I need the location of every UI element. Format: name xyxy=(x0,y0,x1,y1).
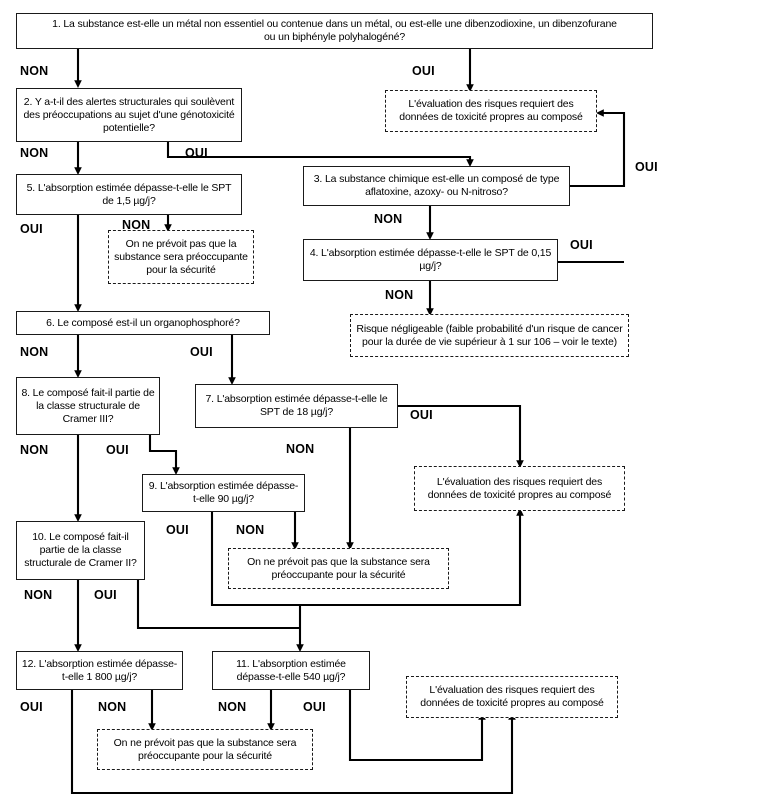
node-outcome-toxicity-data-top[interactable]: L'évaluation des risques requiert des do… xyxy=(385,90,597,132)
node-q7[interactable]: 7. L'absorption estimée dépasse-t-elle l… xyxy=(195,384,398,428)
node-q9-text: 9. L'absorption estimée dépasse-t-elle 9… xyxy=(148,480,299,505)
node-q7-text: 7. L'absorption estimée dépasse-t-elle l… xyxy=(205,393,388,418)
edge-label-q10-non: NON xyxy=(24,588,53,602)
edge-label-q5-oui: OUI xyxy=(20,222,43,236)
node-q10-text: 10. Le composé fait-il partie de la clas… xyxy=(24,531,137,569)
edge-label-q6-oui: OUI xyxy=(190,345,213,359)
node-q12[interactable]: 12. L'absorption estimée dépasse-t-elle … xyxy=(16,651,183,690)
node-outcome-negligible-risk-text: Risque négligeable (faible probabilité d… xyxy=(356,322,623,348)
node-q4-text: 4. L'absorption estimée dépasse-t-elle l… xyxy=(309,247,552,272)
node-q4[interactable]: 4. L'absorption estimée dépasse-t-elle l… xyxy=(303,239,558,281)
edge-label-q4-oui: OUI xyxy=(570,238,593,252)
node-outcome-safe-q5[interactable]: On ne prévoit pas que la substance sera … xyxy=(108,230,254,284)
edge-label-q4-non: NON xyxy=(385,288,414,302)
edge-label-q2-non: NON xyxy=(20,146,49,160)
node-outcome-safe-bottom[interactable]: On ne prévoit pas que la substance sera … xyxy=(97,729,313,770)
edge-label-q10-oui: OUI xyxy=(94,588,117,602)
edge-label-q5-non: NON xyxy=(122,218,151,232)
edge-label-q3-non: NON xyxy=(374,212,403,226)
node-q5[interactable]: 5. L'absorption estimée dépasse-t-elle l… xyxy=(16,174,242,215)
node-q3-text: 3. La substance chimique est-elle un com… xyxy=(313,173,560,198)
node-q10[interactable]: 10. Le composé fait-il partie de la clas… xyxy=(16,521,145,580)
edge-label-q11-non: NON xyxy=(218,700,247,714)
edge-label-q1-non: NON xyxy=(20,64,49,78)
node-q6[interactable]: 6. Le composé est-il un organophosphoré? xyxy=(16,311,270,335)
edge-label-q2-oui: OUI xyxy=(185,146,208,160)
node-outcome-toxicity-data-top-text: L'évaluation des risques requiert des do… xyxy=(399,98,583,123)
node-outcome-toxicity-data-mid[interactable]: L'évaluation des risques requiert des do… xyxy=(414,466,625,511)
edge-label-q9-non: NON xyxy=(236,523,265,537)
node-q1[interactable]: 1. La substance est-elle un métal non es… xyxy=(16,13,653,49)
edge-label-q9-oui: OUI xyxy=(166,523,189,537)
edge-label-q6-non: NON xyxy=(20,345,49,359)
edge-label-q8-oui: OUI xyxy=(106,443,129,457)
edge-label-q1-oui: OUI xyxy=(412,64,435,78)
edge-label-q3-oui: OUI xyxy=(635,160,658,174)
edge-label-q12-oui: OUI xyxy=(20,700,43,714)
node-q1-text: 1. La substance est-elle un métal non es… xyxy=(52,18,617,43)
node-outcome-toxicity-data-bottom[interactable]: L'évaluation des risques requiert des do… xyxy=(406,676,618,718)
node-outcome-safe-bottom-text: On ne prévoit pas que la substance sera … xyxy=(113,736,297,762)
node-q11-text: 11. L'absorption estimée dépasse-t-elle … xyxy=(236,657,346,683)
node-q12-text: 12. L'absorption estimée dépasse-t-elle … xyxy=(21,657,178,683)
node-q2-text: 2. Y a-t-il des alertes structurales qui… xyxy=(23,95,235,134)
edge-label-q7-non: NON xyxy=(286,442,315,456)
node-q3[interactable]: 3. La substance chimique est-elle un com… xyxy=(303,166,570,206)
node-q5-text: 5. L'absorption estimée dépasse-t-elle l… xyxy=(26,181,232,207)
edge-label-q8-non: NON xyxy=(20,443,49,457)
node-outcome-negligible-risk[interactable]: Risque négligeable (faible probabilité d… xyxy=(350,314,629,357)
node-outcome-safe-mid[interactable]: On ne prévoit pas que la substance sera … xyxy=(228,548,449,589)
edge-label-q11-oui: OUI xyxy=(303,700,326,714)
node-q11[interactable]: 11. L'absorption estimée dépasse-t-elle … xyxy=(212,651,370,690)
node-outcome-safe-q5-text: On ne prévoit pas que la substance sera … xyxy=(114,237,248,276)
node-outcome-toxicity-data-bottom-text: L'évaluation des risques requiert des do… xyxy=(420,684,604,709)
node-q6-text: 6. Le composé est-il un organophosphoré? xyxy=(46,316,240,329)
node-q8-text: 8. Le composé fait-il partie de la class… xyxy=(21,386,155,425)
node-q9[interactable]: 9. L'absorption estimée dépasse-t-elle 9… xyxy=(142,474,305,512)
node-q8[interactable]: 8. Le composé fait-il partie de la class… xyxy=(16,377,160,435)
node-outcome-toxicity-data-mid-text: L'évaluation des risques requiert des do… xyxy=(427,475,612,501)
node-q2[interactable]: 2. Y a-t-il des alertes structurales qui… xyxy=(16,88,242,142)
edge-label-q7-oui: OUI xyxy=(410,408,433,422)
node-outcome-safe-mid-text: On ne prévoit pas que la substance sera … xyxy=(247,555,430,581)
edge-label-q12-non: NON xyxy=(98,700,127,714)
